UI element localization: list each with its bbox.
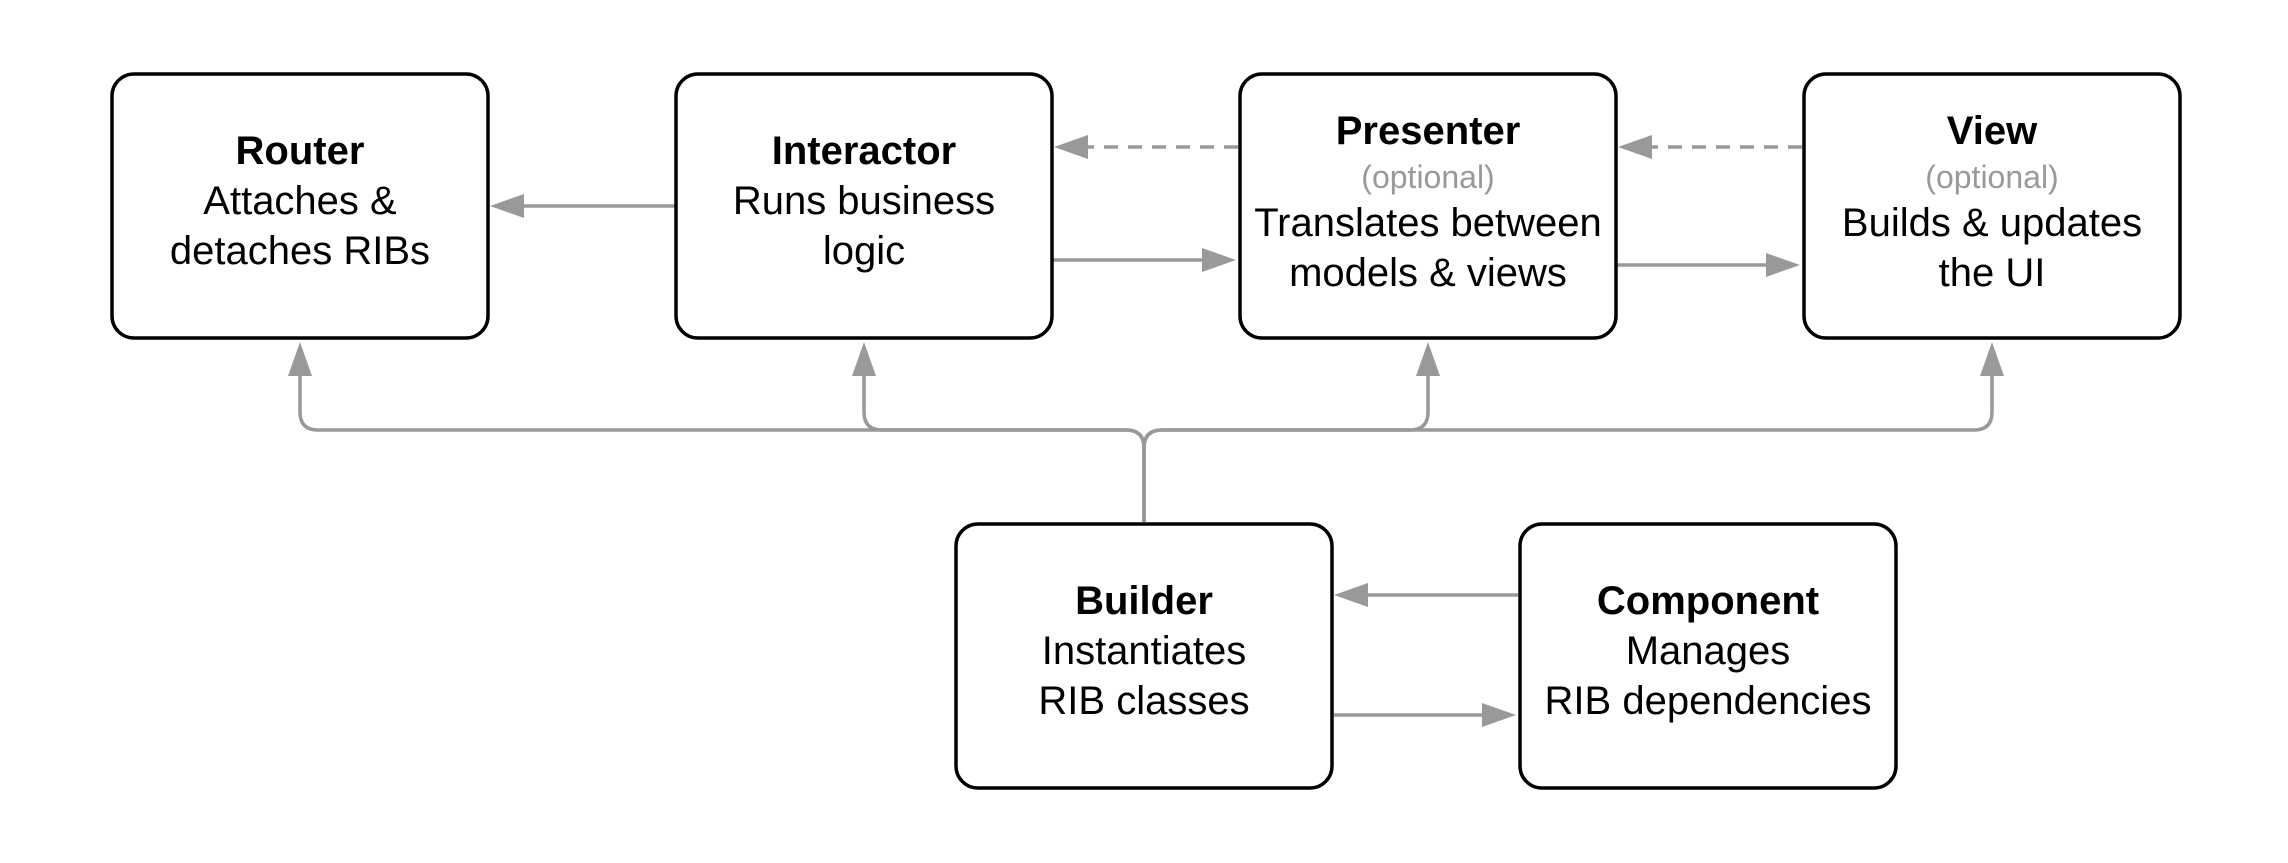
interactor-title: Interactor — [772, 129, 957, 173]
arrowhead-builder-to-presenter — [1416, 342, 1440, 376]
arrowhead-builder-to-interactor — [852, 342, 876, 376]
arrowhead-builder-to-view — [1980, 342, 2004, 376]
router-title: Router — [236, 129, 365, 173]
arrowhead-component-to-builder — [1334, 583, 1368, 607]
view-desc-line2: the UI — [1939, 251, 2046, 295]
edges-layer — [288, 135, 2004, 727]
view-optional-label: (optional) — [1925, 159, 2058, 195]
presenter-desc-line2: models & views — [1289, 251, 1567, 295]
interactor-desc-line2: logic — [823, 229, 905, 273]
node-interactor: Interactor Runs business logic — [674, 72, 1054, 340]
presenter-title: Presenter — [1336, 109, 1521, 153]
edge-builder-to-interactor — [862, 358, 1146, 522]
arrowhead-presenter-to-interactor — [1054, 135, 1088, 159]
component-title: Component — [1597, 579, 1819, 623]
arrowhead-interactor-to-presenter — [1202, 248, 1236, 272]
builder-desc-line2: RIB classes — [1038, 679, 1249, 723]
arrowhead-builder-to-component — [1482, 703, 1516, 727]
component-desc-line1: Manages — [1626, 629, 1791, 673]
edge-builder-to-view — [1142, 358, 1994, 522]
view-box — [1802, 72, 2182, 340]
arrowhead-builder-to-router — [288, 342, 312, 376]
component-desc-line2: RIB dependencies — [1545, 679, 1872, 723]
node-view: View (optional) Builds & updates the UI — [1802, 72, 2182, 340]
interactor-desc-line1: Runs business — [733, 179, 995, 223]
arrowhead-view-to-presenter — [1618, 135, 1652, 159]
arrowhead-interactor-to-router — [490, 194, 524, 218]
view-desc-line1: Builds & updates — [1842, 201, 2142, 245]
router-desc-line1: Attaches & — [203, 179, 397, 223]
router-box — [110, 72, 490, 340]
component-box — [1518, 522, 1898, 790]
presenter-box — [1238, 72, 1618, 340]
interactor-box — [674, 72, 1054, 340]
builder-box — [954, 522, 1334, 790]
presenter-desc-line1: Translates between — [1254, 201, 1602, 245]
builder-title: Builder — [1075, 579, 1213, 623]
node-presenter: Presenter (optional) Translates between … — [1238, 72, 1618, 340]
view-title: View — [1947, 109, 2038, 153]
node-router: Router Attaches & detaches RIBs — [110, 72, 490, 340]
node-builder: Builder Instantiates RIB classes — [954, 522, 1334, 790]
router-desc-line2: detaches RIBs — [170, 229, 430, 273]
node-component: Component Manages RIB dependencies — [1518, 522, 1898, 790]
edge-builder-to-router — [298, 358, 1146, 522]
arrowhead-presenter-to-view — [1766, 253, 1800, 277]
edge-builder-to-presenter — [1142, 358, 1430, 522]
presenter-optional-label: (optional) — [1361, 159, 1494, 195]
builder-desc-line1: Instantiates — [1042, 629, 1247, 673]
